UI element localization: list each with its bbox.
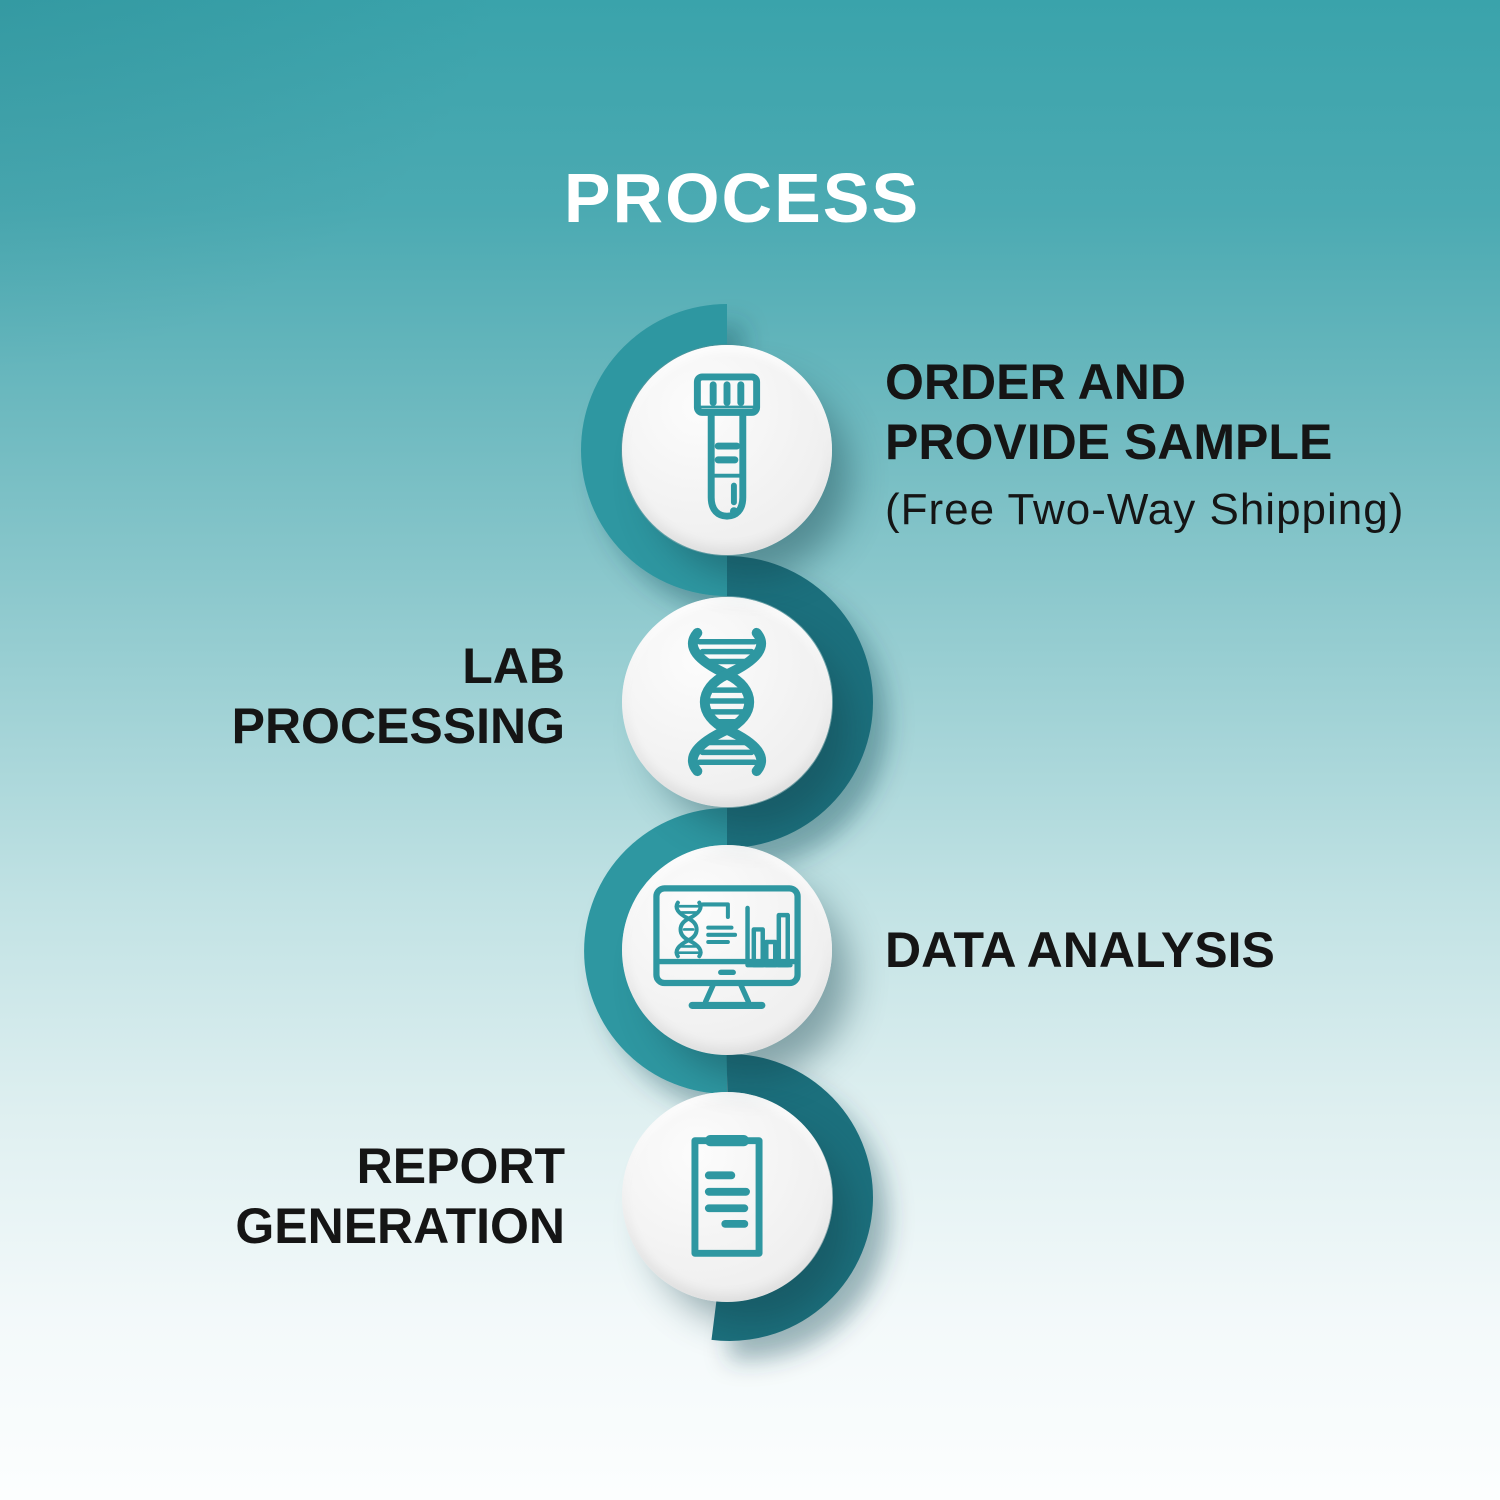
step-note: (Free Two-Way Shipping) xyxy=(885,485,1405,534)
step-label-line: PROVIDE SAMPLE xyxy=(885,414,1333,470)
step-label-line: PROCESSING xyxy=(231,698,565,754)
step-circle-data xyxy=(622,845,832,1055)
step-label-line: ORDER AND xyxy=(885,354,1186,410)
step-circle-report xyxy=(622,1092,832,1302)
step-label-lab: LAB PROCESSING xyxy=(232,636,565,756)
report-document-icon xyxy=(691,1135,763,1257)
step-label-line: DATA ANALYSIS xyxy=(885,922,1275,978)
test-tube-icon xyxy=(693,373,761,520)
step-circle-order xyxy=(622,345,832,555)
step-label-order: ORDER AND PROVIDE SAMPLE (Free Two-Way S… xyxy=(885,352,1404,536)
step-label-data: DATA ANALYSIS xyxy=(885,920,1275,980)
monitor-analysis-icon xyxy=(653,885,801,1009)
step-label-line: REPORT xyxy=(356,1138,565,1194)
dna-icon xyxy=(687,627,767,777)
page-title: PROCESS xyxy=(563,159,921,237)
step-label-line: LAB xyxy=(462,638,565,694)
step-circle-lab xyxy=(622,597,832,807)
step-label-report: REPORT GENERATION xyxy=(235,1136,565,1256)
step-label-line: GENERATION xyxy=(235,1198,565,1254)
